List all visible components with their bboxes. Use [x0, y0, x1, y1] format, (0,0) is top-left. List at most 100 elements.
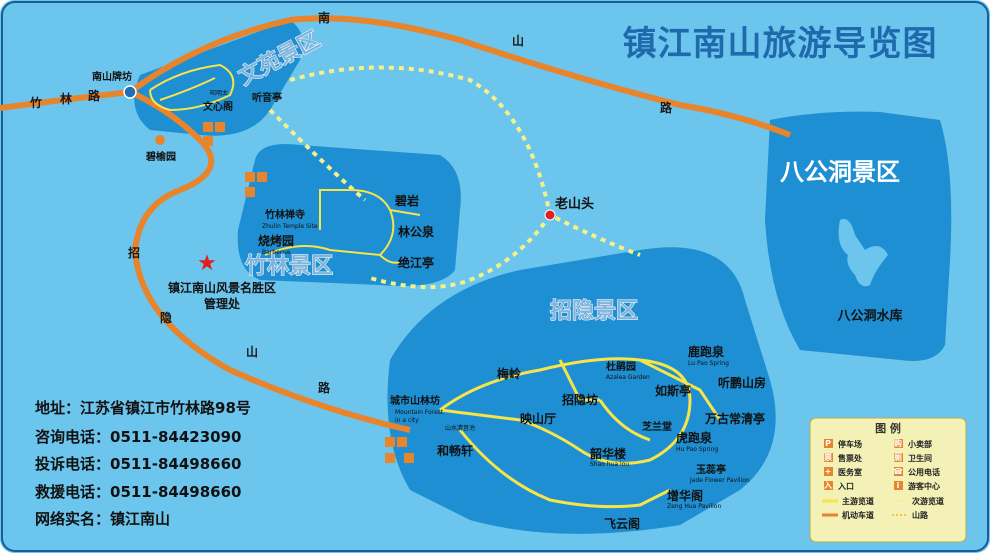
biyuyuan-marker[interactable]	[155, 135, 165, 145]
legend-icon-visitor-glyph: i	[897, 481, 900, 490]
map-title: 镇江南山旅游导览图	[623, 24, 938, 64]
rusiting-label: 如斯亭	[655, 383, 691, 398]
road-zhaoyin-shan[interactable]	[128, 89, 411, 433]
bagongdong-reservoir-shape	[838, 219, 888, 287]
facility-icon[interactable]	[397, 437, 407, 447]
zone-bagongdong[interactable]	[765, 111, 952, 362]
road-label-nan: 南	[318, 10, 330, 25]
info-complaint-phone: 投诉电话：0511-84498660	[35, 455, 241, 473]
legend-icon-parking	[824, 439, 833, 448]
road-label-zhao: 招	[128, 245, 140, 260]
management-label-1: 镇江南山风景名胜区	[168, 280, 276, 295]
info-consult-phone: 咨询电话：0511-84423090	[35, 428, 241, 446]
legend-label-parking: 停车场	[838, 439, 862, 449]
facility-icon[interactable]	[245, 172, 255, 182]
road-label-zhu: 竹	[29, 95, 42, 110]
zone-wenyuan[interactable]	[134, 20, 304, 136]
wangu-label: 万古常清亭	[704, 411, 765, 426]
legend-icon-shop-glyph: 购	[894, 438, 902, 448]
zone-label-zhulin: 竹林景区	[244, 253, 333, 279]
legend-icon-medical	[824, 467, 833, 476]
yingshanting-label: 映山厅	[520, 411, 556, 426]
lupaoquan-label: 鹿跑泉	[688, 344, 725, 359]
legend-label-medical: 医务室	[838, 467, 862, 477]
legend-label-phone: 公用电话	[908, 467, 940, 477]
meiling-label: 梅岭	[497, 366, 521, 381]
legend-icon-medical-glyph: +	[825, 467, 832, 476]
zhilantang-label: 芝兰堂	[642, 420, 672, 433]
facility-icon[interactable]	[404, 453, 414, 463]
parking-icon[interactable]	[245, 187, 255, 197]
zenghuage-en: Zeng Hua Pavilion	[667, 503, 721, 510]
legend-label-mountain: 山路	[912, 510, 929, 520]
facility-icon[interactable]	[385, 437, 395, 447]
legend-box	[809, 417, 967, 543]
legend-icon-ticket	[824, 453, 833, 462]
legend-label-secondary: 次游览道	[912, 496, 944, 506]
legend-icon-shop	[894, 439, 903, 448]
gate-marker[interactable]	[123, 85, 137, 99]
shanlinfang-en-1: Mountain Forest	[395, 409, 444, 416]
zhaoyin-secondary-paths	[458, 358, 722, 509]
shaokaoyuan-label: 烧烤园	[258, 233, 294, 248]
zone-zhaoyin[interactable]	[387, 247, 776, 534]
legend-icon-visitor	[894, 481, 903, 490]
hupaoquan-en: Hu Pao Spring	[676, 446, 718, 453]
zhulin-temple-en: Zhulin Temple Site	[262, 223, 318, 230]
laoshantou-marker[interactable]	[544, 209, 556, 221]
info-address: 地址：江苏省镇江市竹林路98号	[35, 399, 251, 417]
yuruiting-en: Jade Flower Pavilion	[689, 477, 750, 484]
facility-icon[interactable]	[203, 122, 213, 132]
road-label-lu3: 路	[318, 380, 331, 395]
info-web-name: 网络实名：镇江南山	[35, 510, 170, 528]
road-label-shan2: 山	[246, 344, 258, 359]
legend-label-ticket: 售票处	[837, 453, 863, 463]
zone-zhulin[interactable]	[237, 144, 461, 286]
tingyin-label: 听音亭	[252, 91, 282, 104]
legend-icon-phone-glyph: ☎	[893, 467, 903, 476]
legend-icon-parking-glyph: P	[825, 439, 831, 448]
parking-icon[interactable]	[385, 453, 395, 463]
zhaoyin-main-loop	[439, 357, 692, 465]
road-label-lu2: 路	[88, 88, 101, 103]
wenyuan-paths	[149, 63, 235, 112]
tinglushanfang-label: 听鹏山房	[718, 375, 766, 390]
yuruiting-label: 玉蕊亭	[696, 463, 726, 476]
zhaoming-label: 昭明太	[210, 89, 228, 97]
bagongdong-reservoir-label: 八公洞水库	[836, 308, 902, 324]
legend-icon-entrance	[824, 481, 833, 490]
parking-icon[interactable]	[203, 136, 213, 146]
shaokaoyuan-en: Barbecue	[262, 249, 291, 256]
legend-icon-toilet-glyph: 厕	[894, 453, 902, 462]
trail-laoshan-zhulin[interactable]	[268, 108, 552, 290]
road-label-lu: 路	[660, 100, 673, 115]
biyuyuan-label: 碧榆园	[145, 150, 176, 163]
hupaoquan-label: 虎跑泉	[676, 430, 713, 445]
legend-label-visitor: 游客中心	[908, 481, 940, 491]
zhaoyinfang-label: 招隐坊	[562, 392, 598, 407]
juejiangting-label: 绝江亭	[398, 255, 434, 270]
laoshantou-label: 老山头	[554, 196, 594, 212]
zhulin-temple-label: 竹林禅寺	[264, 208, 305, 221]
zone-label-zhaoyin: 招隐景区	[550, 299, 638, 324]
zone-label-bagongdong: 八公洞景区	[780, 158, 900, 186]
shanlinfang-label: 城市山林坊	[390, 394, 440, 407]
management-label-2: 管理处	[204, 296, 241, 311]
legend-label-entrance: 入口	[837, 482, 854, 491]
legend-label-shop: 小卖部	[907, 439, 932, 449]
legend-label-main: 主游览道	[842, 496, 874, 506]
zenghuage-label: 增华阁	[667, 488, 703, 503]
facility-icon[interactable]	[215, 122, 225, 132]
biyan-label: 碧岩	[394, 193, 419, 208]
trail-north[interactable]	[289, 65, 641, 257]
legend-icon-phone	[894, 467, 903, 476]
shaohualou-label: 韶华楼	[590, 446, 626, 461]
zhulin-paths	[264, 189, 421, 264]
dujuanyuan-en: Azalea Garden	[606, 374, 650, 381]
shaohualou-en: Shao hua lou	[590, 461, 629, 468]
feiyunge-label: 飞云阁	[604, 516, 640, 531]
legend: 图 例 P 停车场 购 小卖部 票 售票处 厕 卫生间 + 医务室 ☎ 公用电话…	[809, 417, 967, 543]
facility-icon[interactable]	[257, 172, 267, 182]
